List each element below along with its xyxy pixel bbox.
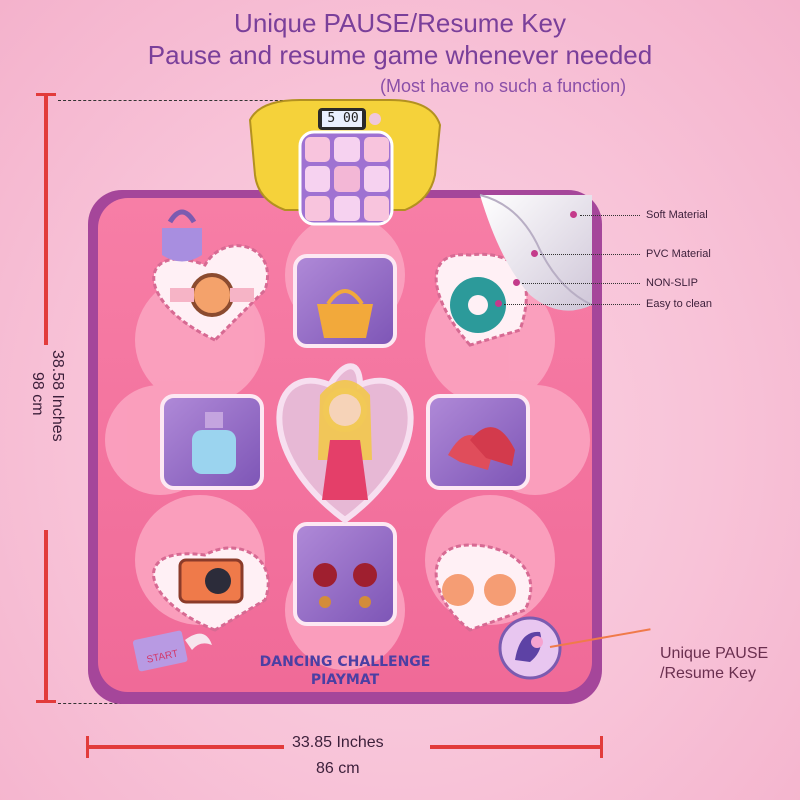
headline-primary: Unique PAUSE/Resume Key [234,8,566,38]
annotation-line-nonslip [522,283,640,284]
mat-title-line2: PIAYMAT [311,672,380,688]
heart-icon [363,195,389,221]
height-cm-label: 98 cm [29,372,46,416]
width-cap-left [86,736,89,758]
heart-icon [363,137,389,163]
annotation-dot-clean [495,300,502,307]
heart-pad-camera [152,546,270,632]
annotation-pvc: PVC Material [646,248,711,260]
heart-pad-scrunchie [434,252,528,347]
height-guide-bottom [58,703,138,704]
height-dimension-line-top [44,95,48,345]
start-envelope-icon [132,630,212,672]
tile-earrings [293,522,397,626]
annotation-line-soft [580,215,640,216]
tile-handbag [293,254,397,348]
pause-key-label-line1: Unique PAUSE [660,645,769,662]
annotation-soft: Soft Material [646,209,708,221]
heart-icon [305,195,331,221]
annotation-dot-pvc [531,250,538,257]
annotation-nonslip: NON-SLIP [646,277,698,289]
heart-pad-sunglasses [434,543,533,632]
controller-display: 5 00 [327,111,359,126]
pause-key-label-line2: /Resume Key [660,665,757,682]
height-cap-top [36,93,56,96]
height-guide-top [58,100,298,101]
annotation-line-clean [504,304,640,305]
mat-title-line1: DANCING CHALLENGE [260,654,431,670]
annotation-dot-soft [570,211,577,218]
width-dimension-line-right [430,745,602,749]
heart-pad-watch [152,244,269,342]
padlock-icon [162,209,202,262]
width-dimension-line-left [88,745,284,749]
controller-buttons [305,137,389,221]
width-cap-right [600,736,603,758]
width-inches-label: 33.85 Inches [292,734,384,751]
tile-perfume [160,394,264,490]
annotation-line-pvc [540,254,640,255]
pause-key-label: Unique PAUSE /Resume Key [660,644,768,684]
headline-secondary: Pause and resume game whenever needed [147,40,653,70]
center-heart-doll [276,363,414,524]
shoe-icon [363,166,389,192]
heart-icon [305,137,331,163]
perfume-icon [305,166,331,192]
owl-icon [334,195,360,221]
doll-icon [334,166,360,192]
annotation-dot-nonslip [513,279,520,286]
headline-note: (Most have no such a function) [380,76,627,96]
pause-button-icon [498,616,562,680]
width-cm-label: 86 cm [316,760,360,777]
annotation-clean: Easy to clean [646,298,713,310]
height-inches-label: 38.58 Inches [49,350,66,442]
bag-icon [334,137,360,163]
height-cap-bottom [36,700,56,703]
height-dimension-line-bottom [44,530,48,702]
tile-heels [426,394,530,490]
